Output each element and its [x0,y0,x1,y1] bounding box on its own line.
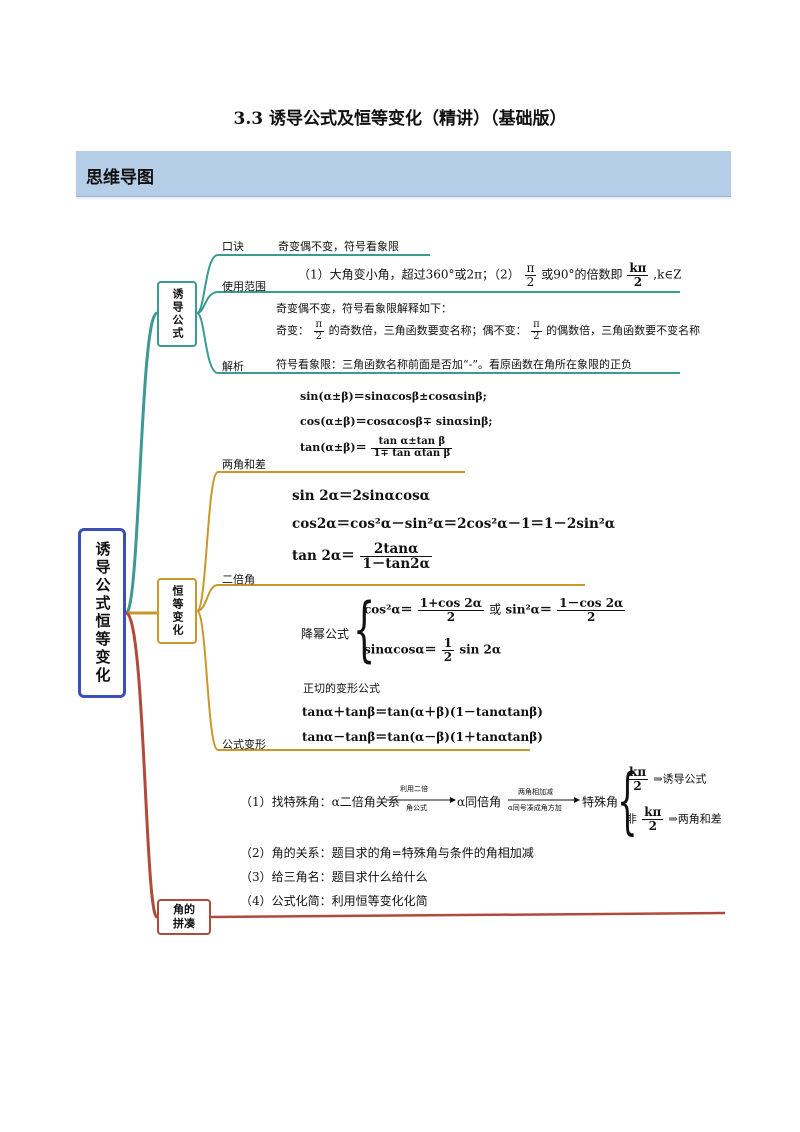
arrow2-top-note: 两角相加减 [518,788,553,796]
formula-sin2: sin 2α＝2sinαcosα [292,488,431,504]
document-title: 3.3 诱导公式及恒等变化（精讲）（基础版） [233,109,567,129]
section-title: 思维导图 [86,168,154,188]
sub-label-jiexi: 解析 [222,360,244,373]
connector-branch1-range [196,291,680,314]
connector-branch2-transform [196,610,530,751]
branch1-label: 诱导公式 [171,288,185,340]
formula-tan-minus: tanα－tanβ＝tan(α－β)(1＋tanαtanβ) [302,730,543,744]
sub-label-koujue: 口诀 [222,240,244,253]
formula-sin-sum: sin(α±β)＝sinαcosβ±cosαsinβ; [300,390,487,403]
jiangmi-label: 降幂公式 [301,627,350,641]
connector-branch2-sum [196,471,465,612]
step4-text: （4）公式化简：利用恒等变化化简 [240,894,428,908]
step1-mid: α同倍角 [457,795,502,809]
step1-prefix: （1）找特殊角：α二倍角关系 [240,795,400,809]
root-node: 诱导公式恒等变化 [78,528,126,698]
step3-text: （3）给三角名：题目求什么给什么 [240,870,428,884]
cases-brace: { [617,758,638,842]
sub-label-sum: 两角和差 [222,458,266,471]
step2-text: （2）角的关系：题目求的角=特殊角与条件的角相加减 [240,846,534,860]
formula-tan-plus: tanα＋tanβ＝tan(α＋β)(1－tanαtanβ) [302,705,543,719]
sub-label-range: 使用范围 [222,280,266,293]
connector-branch1-jiexi [196,312,680,374]
tan-transform-title: 正切的变形公式 [303,682,380,695]
sub-label-double: 二倍角 [222,573,255,586]
branch-node-identity: 恒等变化 [157,578,197,644]
formula-cos-sum: cos(α±β)＝cosαcosβ∓ sinαsinβ; [300,415,493,428]
jiexi-line1: 奇变偶不变，符号看象限解释如下： [276,302,452,315]
arrow2-bottom-note: α同号凑成角方加 [508,804,562,812]
jiangmi-brace: { [353,588,376,670]
root-label: 诱导公式恒等变化 [93,541,112,685]
arrow1-bottom-note: 角公式 [406,804,427,812]
arrow1-top-note: 利用二倍 [400,785,428,793]
branch-node-angle-combo: 角的拼凑 [157,899,211,935]
formula-cos2: cos2α＝cos²α－sin²α＝2cos²α－1＝1－2sin²α [292,516,616,532]
branch2-label: 恒等变化 [171,585,185,637]
section-bar [76,151,731,197]
connector-root-to-branch1 [124,311,159,615]
sub-label-transform: 公式变形 [222,738,266,751]
connector-branch3-line [210,911,726,919]
connector-branch2-double [196,584,585,612]
koujue-text: 奇变偶不变，符号看象限 [278,240,399,253]
arrow-sum-diff-head [574,797,580,803]
step1-suffix: 特殊角 [582,795,619,809]
branch-node-induction: 诱导公式 [157,281,197,347]
connector-root-to-branch3 [124,611,159,919]
jiexi-line3: 符号看象限：三角函数名称前面是否加“-”。看原函数在角所在象限的正负 [276,358,632,371]
arrow-double-angle-head [450,797,456,803]
branch3-label: 角的拼凑 [173,903,195,930]
